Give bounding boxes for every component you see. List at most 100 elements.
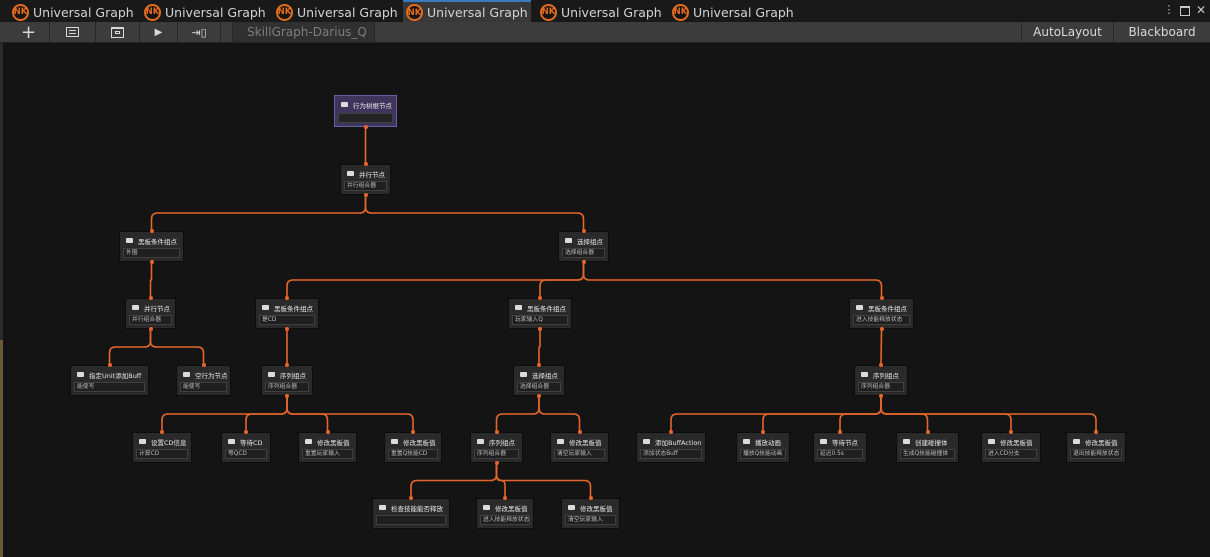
node-value-field[interactable]: 退出技能释放状态: [1070, 449, 1122, 459]
play-button[interactable]: ▶: [140, 22, 178, 42]
input-port[interactable]: [538, 296, 542, 300]
input-port[interactable]: [1009, 430, 1013, 434]
graph-node-select1[interactable]: 选择组点选择组合器: [558, 231, 609, 262]
node-value-field[interactable]: 延迟0.5s: [817, 449, 863, 459]
input-port[interactable]: [761, 430, 765, 434]
node-value-field[interactable]: 选择组合器: [562, 248, 605, 258]
output-port[interactable]: [581, 260, 586, 264]
input-port[interactable]: [838, 430, 842, 434]
input-port[interactable]: [577, 430, 582, 434]
input-port[interactable]: [107, 363, 112, 367]
inspector-button[interactable]: [50, 22, 96, 42]
input-port[interactable]: [160, 430, 164, 434]
input-port[interactable]: [285, 296, 289, 300]
output-port[interactable]: [148, 327, 153, 331]
node-value-field[interactable]: 等QCD: [225, 449, 267, 459]
input-port[interactable]: [581, 229, 586, 233]
window-button[interactable]: [96, 22, 140, 42]
output-port[interactable]: [879, 327, 884, 331]
node-value-field[interactable]: 能使写: [74, 382, 145, 392]
input-port[interactable]: [201, 363, 206, 367]
output-port[interactable]: [879, 394, 883, 398]
node-value-field[interactable]: 能使写: [180, 382, 227, 392]
blackboard-button[interactable]: Blackboard: [1128, 25, 1196, 39]
input-port[interactable]: [588, 496, 593, 500]
step-into-button[interactable]: ⇥▯: [178, 22, 221, 42]
node-value-field[interactable]: [376, 515, 446, 525]
graph-node-seq3[interactable]: 序列组点序列组合器: [470, 432, 523, 463]
graph-node-modbb7[interactable]: 修改黑板值清空玩家输入: [561, 498, 620, 529]
input-port[interactable]: [148, 296, 153, 300]
node-value-field[interactable]: 清空玩家输入: [554, 449, 605, 459]
graph-canvas[interactable]: 行为树根节点并行节点并行组合器黑板条件组点外围选择组点选择组合器并行节点并行组合…: [3, 43, 1210, 557]
graph-node-setcd[interactable]: 设置CD信息计算CD: [132, 432, 192, 463]
output-port[interactable]: [285, 327, 289, 331]
graph-node-modbb3[interactable]: 修改黑板值清空玩家输入: [550, 432, 609, 463]
node-value-field[interactable]: 序列组合器: [474, 449, 519, 459]
node-value-field[interactable]: 并行组合器: [129, 315, 172, 325]
node-value-field[interactable]: [338, 113, 393, 123]
input-port[interactable]: [149, 229, 154, 233]
output-port[interactable]: [149, 260, 154, 264]
graph-node-bbcond2[interactable]: 黑板条件组点是CD: [255, 298, 319, 329]
node-value-field[interactable]: 进入技能释放状态: [853, 315, 910, 325]
node-value-field[interactable]: 重置Q技能CD: [388, 449, 438, 459]
graph-node-check[interactable]: 检查技能能否释放: [372, 498, 450, 529]
input-port[interactable]: [411, 430, 415, 434]
input-port[interactable]: [1094, 430, 1098, 434]
node-value-field[interactable]: 玩家输入Q: [512, 315, 568, 325]
graph-node-bbcond4[interactable]: 黑板条件组点进入技能释放状态: [849, 298, 914, 329]
node-value-field[interactable]: 清空玩家输入: [565, 515, 616, 525]
graph-node-seq2[interactable]: 序列组点序列组合器: [854, 365, 908, 396]
input-port[interactable]: [879, 363, 883, 367]
node-value-field[interactable]: 序列组合器: [858, 382, 904, 392]
graph-node-parallel2[interactable]: 并行节点并行组合器: [125, 298, 176, 329]
add-button[interactable]: +: [8, 22, 50, 43]
graph-node-wait[interactable]: 等待节点延迟0.5s: [813, 432, 867, 463]
graph-node-modbb4[interactable]: 修改黑板值进入CD分支: [981, 432, 1041, 463]
output-port[interactable]: [537, 394, 541, 398]
input-port[interactable]: [925, 430, 930, 434]
input-port[interactable]: [325, 430, 330, 434]
node-value-field[interactable]: 选择组合器: [517, 382, 561, 392]
graph-node-bbcond1[interactable]: 黑板条件组点外围: [119, 231, 184, 262]
node-value-field[interactable]: 添加状态Buff: [640, 449, 702, 459]
graph-node-bbcond3[interactable]: 黑板条件组点玩家输入Q: [508, 298, 572, 329]
graph-node-modbb5[interactable]: 修改黑板值退出技能释放状态: [1066, 432, 1126, 463]
input-port[interactable]: [879, 296, 884, 300]
node-value-field[interactable]: 计算CD: [136, 449, 188, 459]
node-value-field[interactable]: 序列组合器: [265, 382, 309, 392]
input-port[interactable]: [537, 363, 541, 367]
node-value-field[interactable]: 播放Q技能动画: [740, 449, 786, 459]
output-port[interactable]: [363, 193, 368, 197]
node-value-field[interactable]: 生成Q技能碰撞体: [900, 449, 955, 459]
graph-node-modbb1[interactable]: 修改黑板值重置玩家输入: [298, 432, 357, 463]
graph-node-idle1[interactable]: 空行为节点能使写: [176, 365, 231, 396]
input-port[interactable]: [503, 496, 507, 500]
graph-node-seq1[interactable]: 序列组点序列组合器: [261, 365, 313, 396]
graph-name-field[interactable]: SkillGraph-Darius_Q: [232, 22, 375, 42]
node-value-field[interactable]: 外围: [123, 248, 180, 258]
output-port[interactable]: [363, 125, 368, 129]
graph-node-root[interactable]: 行为树根节点: [334, 95, 397, 127]
graph-node-modbb2[interactable]: 修改黑板值重置Q技能CD: [384, 432, 442, 463]
input-port[interactable]: [363, 162, 368, 166]
auto-layout-button[interactable]: AutoLayout: [1021, 22, 1114, 42]
output-port[interactable]: [538, 327, 542, 331]
graph-node-anim[interactable]: 播放动画播放Q技能动画: [736, 432, 790, 463]
output-port[interactable]: [285, 394, 289, 398]
node-value-field[interactable]: 是CD: [259, 315, 315, 325]
input-port[interactable]: [494, 430, 499, 434]
graph-node-modbb6[interactable]: 修改黑板值进入技能释放状态: [476, 498, 534, 529]
node-value-field[interactable]: 重置玩家输入: [302, 449, 353, 459]
maximize-icon[interactable]: [1179, 4, 1191, 16]
graph-node-select2[interactable]: 选择组点选择组合器: [513, 365, 565, 396]
